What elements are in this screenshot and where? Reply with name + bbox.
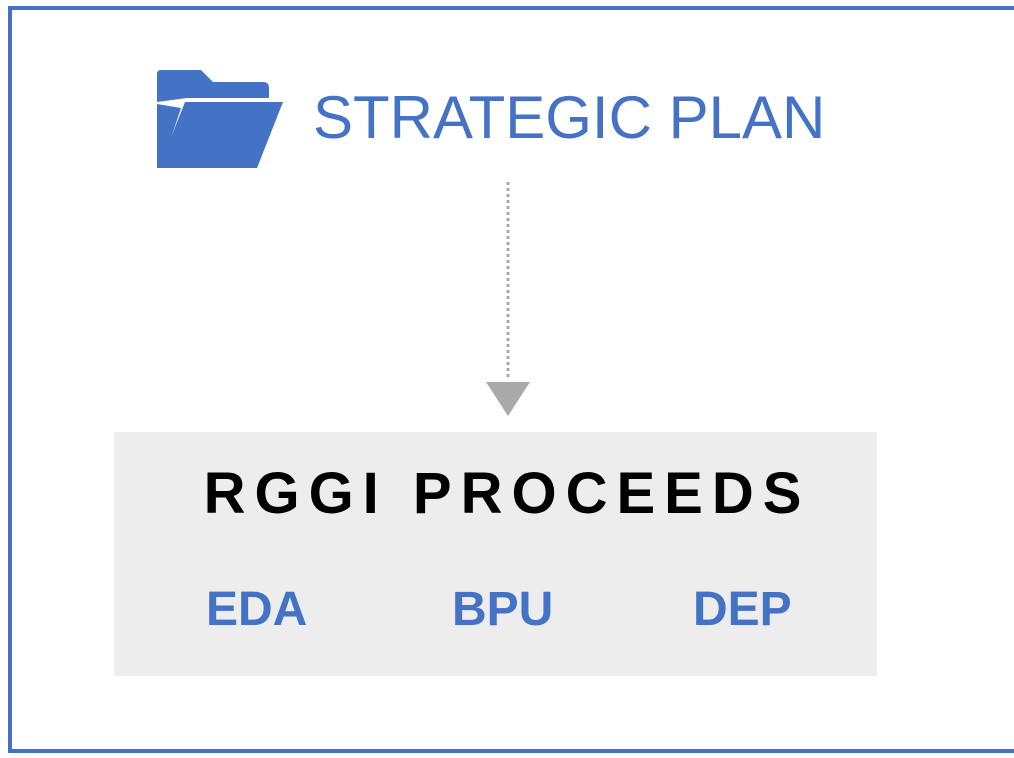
agency-eda: EDA	[206, 583, 308, 636]
dotted-arrow-connector	[486, 182, 530, 416]
rggi-proceeds-title: RGGI PROCEEDS	[203, 461, 811, 526]
folder-icon	[157, 70, 283, 168]
agency-bpu: BPU	[452, 583, 554, 636]
strategic-plan-label: STRATEGIC PLAN	[313, 84, 826, 151]
agency-dep: DEP	[693, 583, 792, 636]
rggi-proceeds-box	[114, 432, 877, 676]
diagram-frame	[8, 6, 1014, 753]
